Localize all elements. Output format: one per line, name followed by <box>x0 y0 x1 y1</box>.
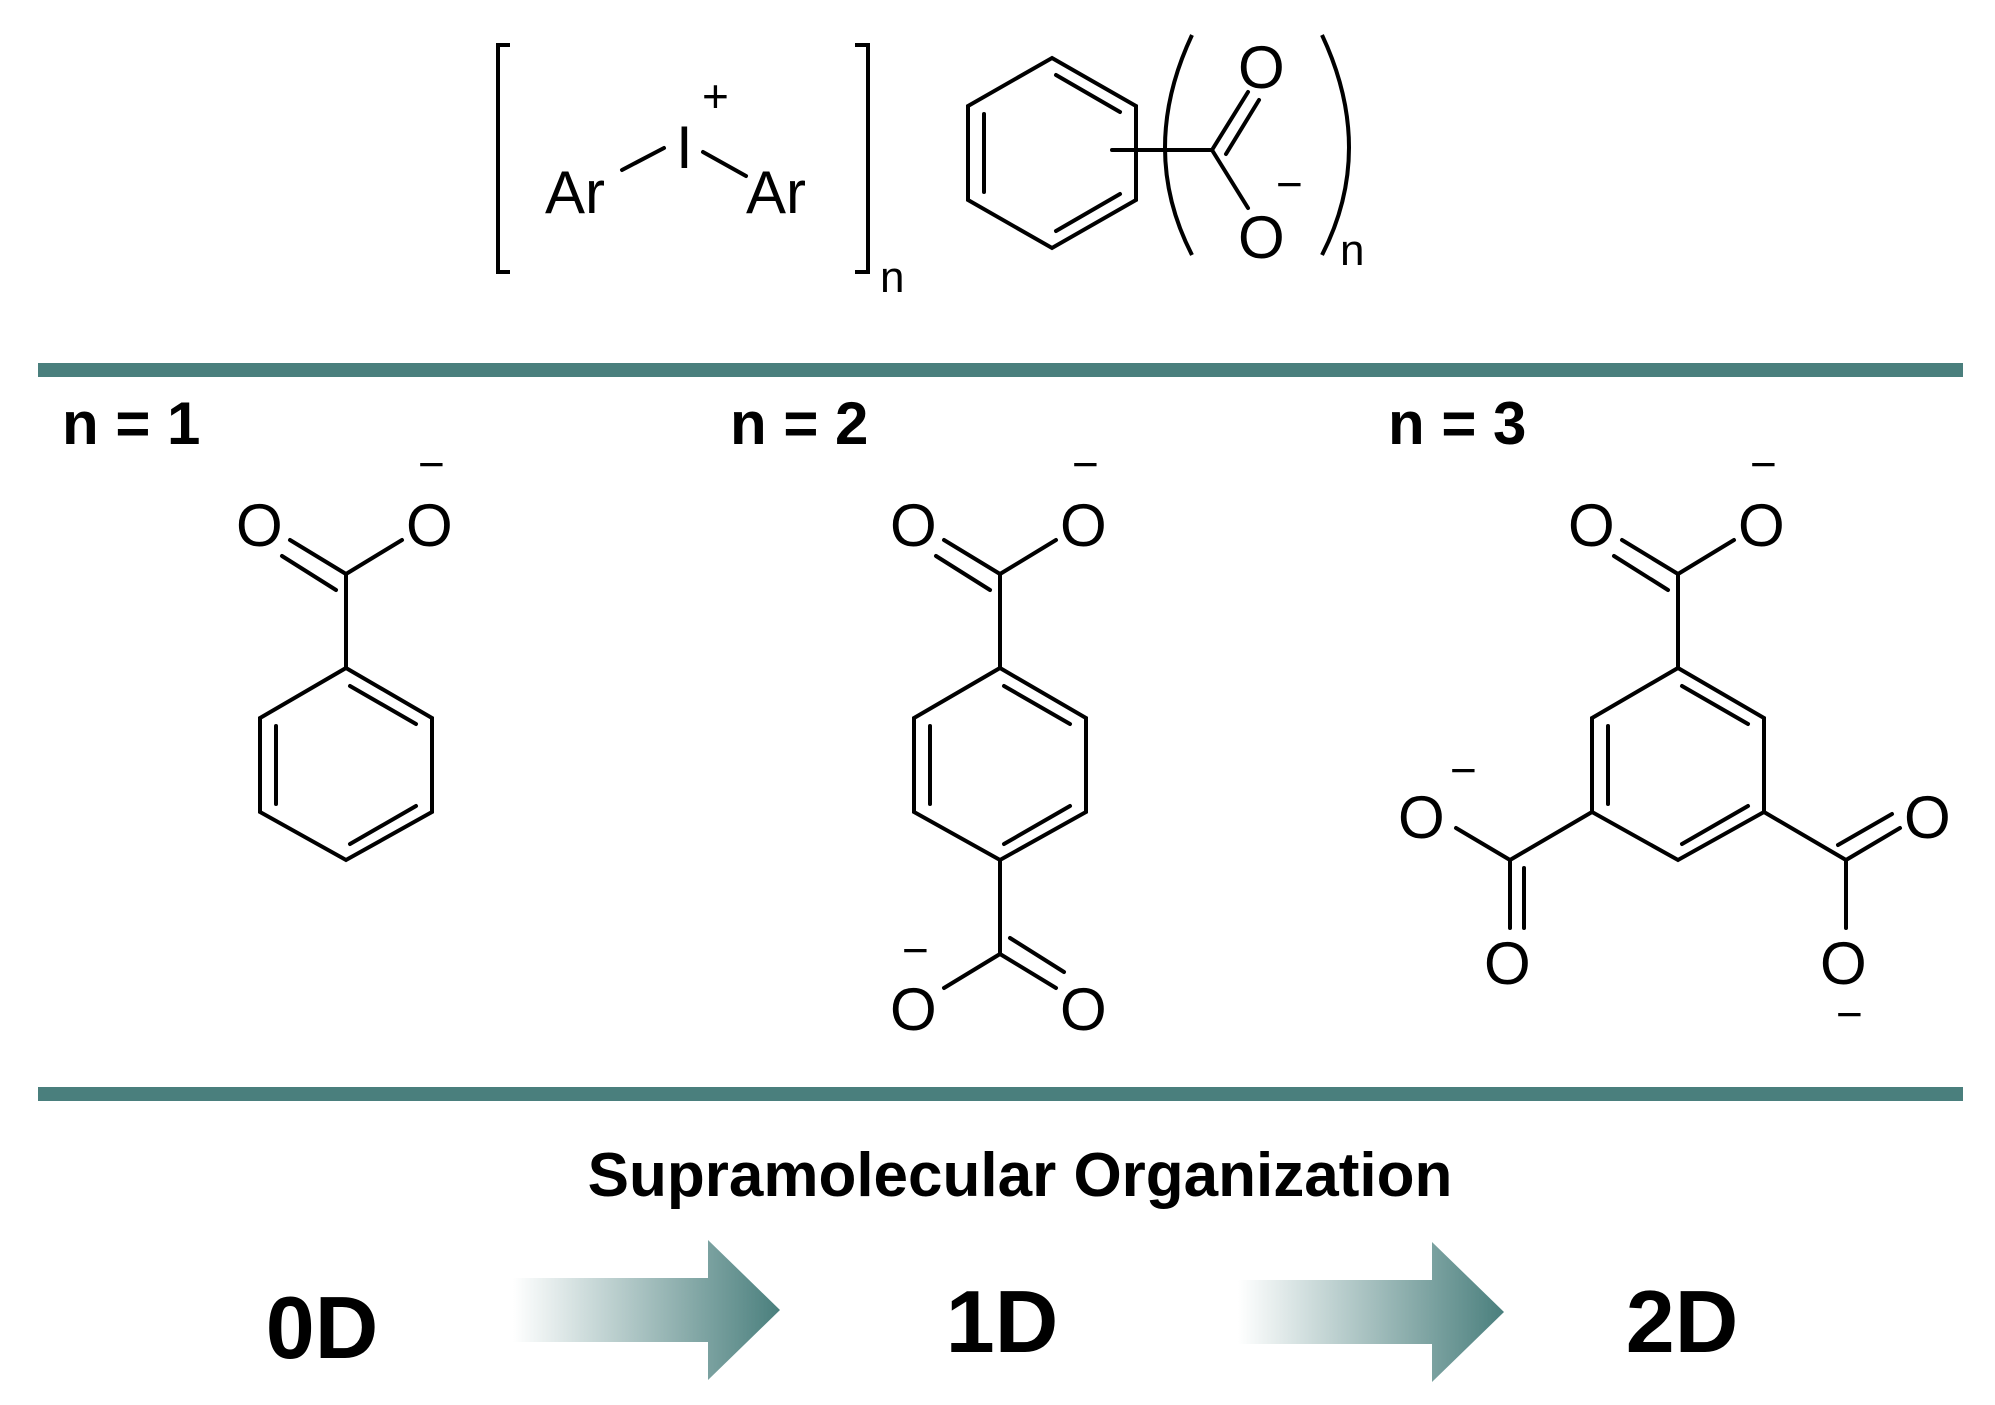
bond-top-c-o-double-b <box>1612 554 1670 592</box>
aryl-left-label: Ar <box>545 159 605 226</box>
panel-n2-oxygen-top-carbonyl: O <box>890 492 937 559</box>
panel-n2-label: n = 2 <box>730 390 868 457</box>
bond-top-c-o-double-b <box>934 554 992 592</box>
bond-c-o-single <box>1210 148 1250 210</box>
left-bracket-close <box>855 43 870 274</box>
benzoate-ring <box>258 665 434 863</box>
header-formula: n Ar I + Ar n O O − <box>496 34 1364 302</box>
bond-c-o-double-2 <box>1224 98 1261 156</box>
panel-n3-charge-left: − <box>1450 744 1477 796</box>
panel-n3-oxygen-right-anion: O <box>1820 930 1867 997</box>
bond-right-c-o-double-b <box>1836 812 1894 847</box>
divider-top <box>38 363 1963 377</box>
subscript-n-left: n <box>880 253 904 302</box>
stage-0d: 0D <box>266 1278 379 1377</box>
bond-c-o-double-a <box>288 538 348 576</box>
panel-n3-label: n = 3 <box>1388 390 1526 457</box>
panel-n3-oxygen-left-carbonyl: O <box>1484 930 1531 997</box>
bond-ring-c-left <box>1508 810 1594 862</box>
iodine-label: I <box>676 114 693 181</box>
panel-n1: n = 1 O O − <box>62 390 453 863</box>
panel-n2-oxygen-bottom-carbonyl: O <box>1060 976 1107 1043</box>
panel-n1-label: n = 1 <box>62 390 200 457</box>
panel-n3: n = 3 O O − O − O O O − <box>1388 390 1951 1040</box>
panel-n1-charge: − <box>418 438 445 490</box>
panel-n3-oxygen-right-carbonyl: O <box>1904 784 1951 851</box>
bond-c-o-single <box>344 538 404 576</box>
panel-n1-oxygen-carbonyl: O <box>236 492 283 559</box>
header-carbonyl-oxygen: O <box>1238 34 1285 101</box>
subscript-n-right: n <box>1340 226 1364 275</box>
bond-bottom-c-o-double-a <box>998 952 1058 990</box>
bond-left-c-o-single <box>1454 826 1512 862</box>
panel-n3-oxygen-top-carbonyl: O <box>1568 492 1615 559</box>
organization-title: Supramolecular Organization <box>588 1141 1453 1210</box>
arrow-0d-to-1d <box>513 1240 780 1380</box>
panel-n3-oxygen-top-anion: O <box>1738 492 1785 559</box>
bond-top-c-o-single <box>1676 538 1736 576</box>
panel-n2-charge-top: − <box>1072 438 1099 490</box>
aryl-right-label: Ar <box>746 159 806 226</box>
divider-bottom <box>38 1087 1963 1101</box>
bond-c-o-double-1 <box>1210 90 1250 152</box>
bond-top-c-o-double-a <box>1620 538 1680 576</box>
arrow-1d-to-2d <box>1238 1242 1504 1382</box>
bond-bottom-c-o-single <box>942 952 1002 990</box>
bond-top-c-o-double-a <box>942 538 1002 576</box>
bond-ar-i-left <box>620 146 666 172</box>
panel-n2: n = 2 O O − O O − <box>730 390 1107 1043</box>
bond-ring-c-right <box>1762 810 1848 862</box>
trimesate-ring <box>1590 665 1766 863</box>
panel-n2-oxygen-top-anion: O <box>1060 492 1107 559</box>
paren-close <box>1320 34 1351 256</box>
left-bracket-open <box>496 43 510 274</box>
bond-right-c-o-double-a <box>1844 826 1902 862</box>
bond-i-ar-right <box>701 150 748 178</box>
panel-n1-oxygen-anion: O <box>406 492 453 559</box>
bond-c-o-double-b <box>280 554 338 592</box>
bond-bottom-c-o-double-b <box>1008 936 1066 974</box>
cation-charge: + <box>702 70 729 122</box>
stage-1d: 1D <box>946 1272 1059 1371</box>
stage-2d: 2D <box>1626 1272 1739 1371</box>
panel-n3-oxygen-left-anion: O <box>1398 784 1445 851</box>
panel-n3-charge-right: − <box>1836 988 1863 1040</box>
panel-n2-oxygen-bottom-anion: O <box>890 976 937 1043</box>
terephthalate-ring <box>912 665 1088 863</box>
panel-n3-charge-top: − <box>1750 438 1777 490</box>
paren-open <box>1163 34 1194 256</box>
bond-top-c-o-single <box>998 538 1058 576</box>
panel-n2-charge-bottom: − <box>902 924 929 976</box>
header-carboxylate-oxygen: O <box>1238 204 1285 271</box>
header-anion-charge: − <box>1276 158 1303 210</box>
header-benzene-ring <box>966 55 1138 251</box>
